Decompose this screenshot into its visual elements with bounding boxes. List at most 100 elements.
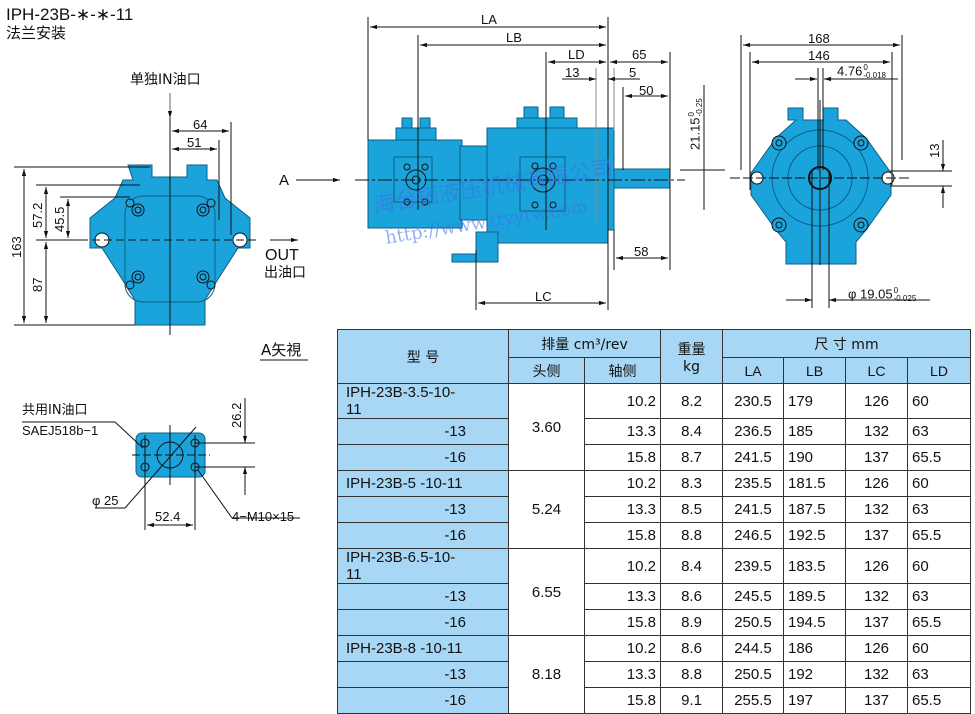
lc-cell: 126 (845, 383, 908, 419)
dim-45-5: 45.5 (52, 206, 67, 232)
lb-cell: 190 (783, 444, 846, 471)
weight-cell: 8.6 (660, 635, 723, 662)
shaft-displacement-cell: 13.3 (584, 418, 661, 445)
bolt-spec: 4−M10×15 (232, 509, 295, 524)
shaft-displacement-cell: 13.3 (584, 583, 661, 610)
ld-cell: 60 (907, 470, 971, 497)
lc-cell: 137 (845, 522, 908, 549)
lb-cell: 179 (783, 383, 846, 419)
weight-cell: 8.9 (660, 609, 723, 636)
out-port-label: 出油口 (264, 265, 306, 281)
shaft-displacement-cell: 15.8 (584, 687, 661, 714)
model-cell: -13 (337, 583, 509, 610)
model-cell: -16 (337, 687, 509, 714)
shaft-displacement-cell: 15.8 (584, 444, 661, 471)
ld-cell: 63 (907, 496, 971, 523)
shaft-displacement-cell: 15.8 (584, 609, 661, 636)
weight-cell: 8.4 (660, 548, 723, 584)
lc-cell: 126 (845, 470, 908, 497)
la-cell: 255.5 (722, 687, 784, 714)
dim-65: 65 (632, 47, 647, 62)
dim-26-2: 26.2 (229, 402, 244, 428)
weight-cell: 8.2 (660, 383, 723, 419)
shaft-displacement-cell: 13.3 (584, 496, 661, 523)
side-view-pump (296, 17, 725, 310)
la-cell: 241.5 (722, 496, 784, 523)
dim-la: LA (481, 12, 497, 27)
header-head-side: 头侧 (508, 357, 585, 384)
head-displacement-cell: 8.18 (508, 635, 585, 714)
lc-cell: 132 (845, 418, 908, 445)
dim-ld: LD (568, 47, 585, 62)
header-model: 型 号 (337, 329, 509, 384)
port-standard-label: SAEJ518b−1 (22, 423, 99, 438)
dim-64: 64 (193, 117, 208, 132)
dim-13: 13 (565, 65, 580, 80)
front-view-pump (14, 93, 298, 335)
la-cell: 246.5 (722, 522, 784, 549)
la-cell: 245.5 (722, 583, 784, 610)
lc-cell: 137 (845, 444, 908, 471)
weight-cell: 8.6 (660, 583, 723, 610)
lb-cell: 183.5 (783, 548, 846, 584)
lb-cell: 194.5 (783, 609, 846, 636)
lb-cell: 185 (783, 418, 846, 445)
header-lb: LB (783, 357, 846, 384)
model-cell: -16 (337, 522, 509, 549)
ld-cell: 65.5 (907, 444, 971, 471)
header-weight-label: 重量 (677, 341, 706, 358)
model-cell: -13 (337, 496, 509, 523)
dim-13-slot: 13 (927, 143, 942, 158)
ld-cell: 60 (907, 635, 971, 662)
lc-cell: 126 (845, 635, 908, 662)
dim-lb: LB (506, 30, 522, 45)
header-dimensions: 尺 寸 mm (722, 329, 971, 358)
weight-cell: 8.7 (660, 444, 723, 471)
weight-cell: 8.8 (660, 522, 723, 549)
lc-cell: 137 (845, 687, 908, 714)
dim-87: 87 (30, 277, 45, 292)
lb-cell: 189.5 (783, 583, 846, 610)
lc-cell: 132 (845, 661, 908, 688)
la-cell: 250.5 (722, 609, 784, 636)
dim-58: 58 (634, 244, 649, 259)
lc-cell: 132 (845, 496, 908, 523)
out-label: OUT (265, 247, 299, 264)
shaft-displacement-cell: 10.2 (584, 548, 661, 584)
lb-cell: 186 (783, 635, 846, 662)
model-cell: IPH-23B-3.5-10-11 (337, 383, 509, 419)
weight-cell: 8.8 (660, 661, 723, 688)
header-lc: LC (845, 357, 908, 384)
la-cell: 239.5 (722, 548, 784, 584)
shaft-displacement-cell: 10.2 (584, 635, 661, 662)
weight-cell: 9.1 (660, 687, 723, 714)
model-cell: -16 (337, 444, 509, 471)
model-cell: -16 (337, 609, 509, 636)
dim-52-4: 52.4 (155, 509, 181, 524)
la-cell: 236.5 (722, 418, 784, 445)
model-cell: IPH-23B-8 -10-11 (337, 635, 509, 662)
dim-146: 146 (808, 48, 830, 63)
dim-5: 5 (629, 65, 637, 80)
model-cell: IPH-23B-6.5-10-11 (337, 548, 509, 584)
a-view-title: A矢視 (261, 341, 302, 359)
view-a-arrow-label: A (279, 172, 290, 189)
lb-cell: 192 (783, 661, 846, 688)
head-displacement-cell: 3.60 (508, 383, 585, 471)
la-cell: 230.5 (722, 383, 784, 419)
head-displacement-cell: 6.55 (508, 548, 585, 636)
dim-57-2: 57.2 (30, 202, 45, 228)
header-ld: LD (907, 357, 971, 384)
model-cell: -13 (337, 418, 509, 445)
